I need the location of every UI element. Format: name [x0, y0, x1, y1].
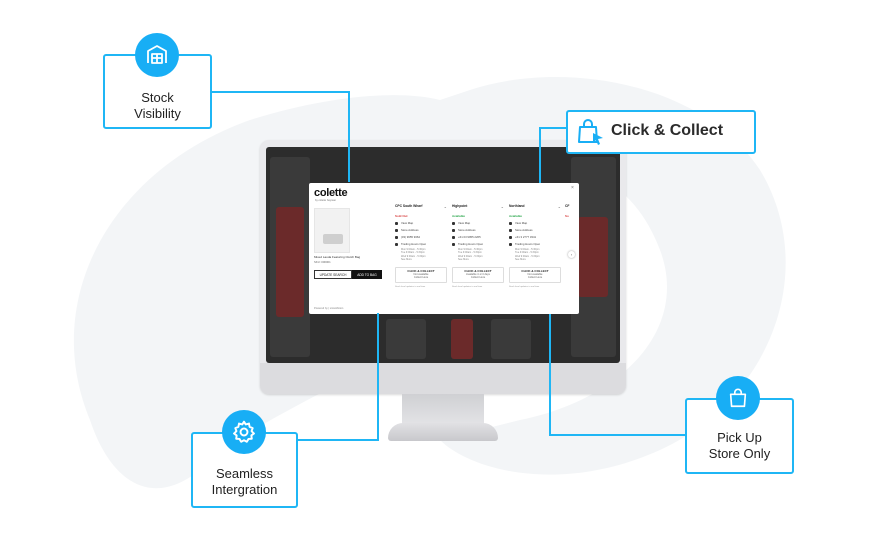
stock-status: Available — [452, 214, 466, 218]
chevron-down-icon[interactable]: ⌄ — [500, 204, 504, 209]
backdrop-product — [491, 319, 531, 359]
phone-icon — [452, 235, 455, 239]
stock-note: Stock level updates in real time — [452, 285, 483, 288]
see-more-link[interactable]: See More — [458, 258, 469, 262]
warehouse-icon — [135, 33, 179, 77]
hours-label: Trading Hours Open — [401, 242, 427, 246]
cc-action[interactable]: Collect Here — [470, 275, 486, 279]
hours-row: Wed 9:00am - 5:30pm — [515, 254, 540, 258]
store-name: CPC South Wharf — [395, 204, 423, 208]
phone-icon — [395, 235, 398, 239]
shopping-bag-cursor-icon — [578, 119, 603, 145]
hours-row: Wed 9:00am - 5:30pm — [401, 254, 426, 258]
hours-row: Tue 9:00am - 5:30pm — [401, 251, 425, 255]
hours-label: Trading Hours Open — [458, 242, 484, 246]
cc-action[interactable]: Collect Here — [527, 275, 543, 279]
clock-icon — [452, 242, 455, 246]
hours-row: Tue 9:00am - 5:30pm — [515, 251, 539, 255]
monitor-chin — [260, 363, 626, 394]
update-search-button[interactable]: UPDATE SEARCH — [314, 270, 352, 279]
click-collect-card[interactable]: CLICK & COLLECT Not available Collect He… — [395, 266, 447, 283]
see-more-link[interactable]: See More — [515, 258, 526, 262]
monitor-stand-neck — [402, 394, 484, 426]
product-name: Mixed Lauda Featuring Clutch Bag — [314, 255, 361, 259]
store-column: Highpoint ⌄ Available View Map Store Add… — [452, 204, 504, 309]
product-image — [314, 208, 350, 253]
monitor-stand-base — [388, 423, 498, 441]
stock-status: Available — [509, 214, 523, 218]
store-address: Store Address — [515, 228, 533, 232]
clock-icon — [395, 242, 398, 246]
store-phone: (03) 9955 9364 — [401, 235, 420, 239]
powered-by: Powered by | storeMotion — [314, 307, 344, 310]
see-more-link[interactable]: See More — [401, 258, 412, 262]
hours-row: Mon 9:00am - 5:30pm — [458, 248, 483, 251]
pickup-store-callout — [685, 398, 794, 474]
cc-title: CLICK & COLLECT — [464, 268, 492, 273]
hours-row: Mon 9:00am - 5:30pm — [515, 248, 540, 251]
backdrop-product — [451, 319, 473, 359]
backdrop-product — [578, 217, 608, 297]
building-icon — [509, 228, 512, 232]
cc-action[interactable]: Collect Here — [413, 275, 429, 279]
cc-message: Available in 2-3 days — [466, 272, 490, 276]
building-icon — [395, 228, 398, 232]
connector-click-collect — [539, 127, 566, 183]
hours-label: Trading Hours Open — [515, 242, 541, 246]
hours-row: Wed 9:00am - 5:30pm — [458, 254, 483, 258]
store-column: CPC South Wharf ⌄ Sold Out View Map Stor… — [395, 204, 447, 309]
click-collect-label: Click & Collect — [611, 122, 724, 139]
store-phone: +61 3 2777 3341 — [515, 235, 537, 239]
store-address: Store Address — [458, 228, 476, 232]
view-map-link[interactable]: View Map — [515, 221, 528, 225]
click-collect-callout — [566, 110, 756, 154]
stock-note: Stock level updates in real time — [395, 285, 426, 288]
view-map-link[interactable]: View Map — [458, 221, 471, 225]
pin-icon — [509, 221, 512, 225]
cc-title: CLICK & COLLECT — [407, 268, 435, 273]
stock-status: Sold Out — [395, 214, 408, 218]
shopping-bag-icon — [716, 376, 760, 420]
backdrop-product — [276, 207, 304, 317]
chevron-down-icon[interactable]: ⌄ — [443, 204, 447, 209]
hours-row: Tue 9:00am - 5:30pm — [458, 251, 482, 255]
store-column-partial: CF So — [565, 204, 570, 218]
stock-note: Stock level updates in real time — [509, 285, 540, 288]
store-address: Store Address — [401, 228, 419, 232]
clock-icon — [509, 242, 512, 246]
store-name: Highpoint — [452, 204, 468, 208]
store-finder-modal: colette by colette hayman × Mixed Lauda … — [309, 183, 579, 314]
connector-seamless — [298, 313, 379, 441]
scroll-right-icon[interactable]: › — [568, 251, 575, 258]
building-icon — [452, 228, 455, 232]
cc-message: Not available — [413, 272, 429, 276]
click-collect-card[interactable]: CLICK & COLLECT Not available Collect He… — [509, 266, 561, 283]
close-icon[interactable]: × — [571, 185, 574, 191]
connector-stock — [212, 91, 350, 182]
chevron-down-icon[interactable]: ⌄ — [557, 204, 561, 209]
pin-icon — [452, 221, 455, 225]
brand-logo-sub: by colette hayman — [315, 199, 337, 202]
store-column: Northland ⌄ Available View Map Store Add… — [509, 204, 561, 309]
pin-icon — [395, 221, 398, 225]
cc-title: CLICK & COLLECT — [521, 268, 549, 273]
connector-pickup — [549, 314, 685, 436]
backdrop-product — [386, 319, 426, 359]
phone-icon — [509, 235, 512, 239]
cc-message: Not available — [527, 272, 543, 276]
product-sku: SKU: 000001 — [314, 260, 331, 264]
brand-logo: colette — [314, 187, 348, 199]
view-map-link[interactable]: View Map — [401, 221, 414, 225]
gear-icon — [222, 410, 266, 454]
hours-row: Mon 9:00am - 5:30pm — [401, 248, 426, 251]
click-collect-card[interactable]: CLICK & COLLECT Available in 2-3 days Co… — [452, 266, 504, 283]
store-name: Northland — [509, 204, 525, 208]
store-phone: +61 03 9955 2265 — [458, 235, 481, 239]
add-to-bag-button[interactable]: ADD TO BAG — [352, 270, 382, 279]
